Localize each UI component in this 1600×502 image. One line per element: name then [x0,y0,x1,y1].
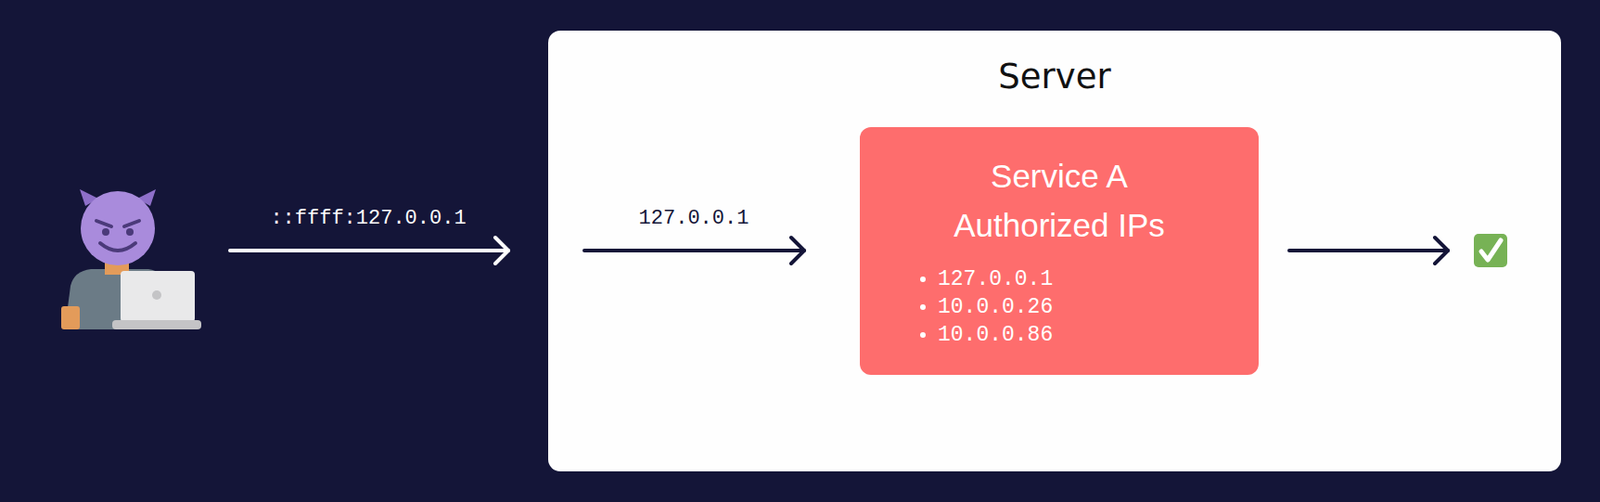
arrow-shaft [584,248,805,253]
laptop-base [112,320,202,330]
box-heading: Service A Authorized IPs [910,151,1208,250]
laptop-lid [120,270,195,322]
inner-ip-label: 127.0.0.1 [635,205,754,232]
authorized-ip: 127.0.0.1 [937,265,1241,294]
panel-title: Server [548,30,1562,99]
flow-arrow [584,237,805,264]
attacker-eye [126,228,134,236]
attacker-brow [96,220,112,227]
attacker-icon [61,189,202,330]
attacker-head [80,191,155,266]
laptop-logo [152,290,162,300]
arrow-head [791,237,805,264]
server-panel: ServerService A Authorized IPs127.0.0.11… [548,30,1562,472]
attacker-hand [61,306,80,330]
check-tick [1481,240,1501,260]
attacker-brow [124,220,140,227]
outer-ip-label: ::ffff:127.0.0.1 [266,205,470,232]
authorized-ip: 10.0.0.86 [937,320,1241,349]
service-box: Service A Authorized IPs127.0.0.110.0.0.… [859,127,1259,375]
attacker-grin [100,243,136,251]
attacker-eye [102,228,110,236]
arrow-shaft [1289,248,1448,253]
check-mark [1473,233,1508,268]
request-arrow [230,237,509,264]
arrow-head [1434,237,1448,264]
authorized-ip: 10.0.0.26 [937,293,1241,321]
flow-arrow [1289,237,1448,264]
spacer [878,249,1241,266]
check-box [1473,233,1508,268]
